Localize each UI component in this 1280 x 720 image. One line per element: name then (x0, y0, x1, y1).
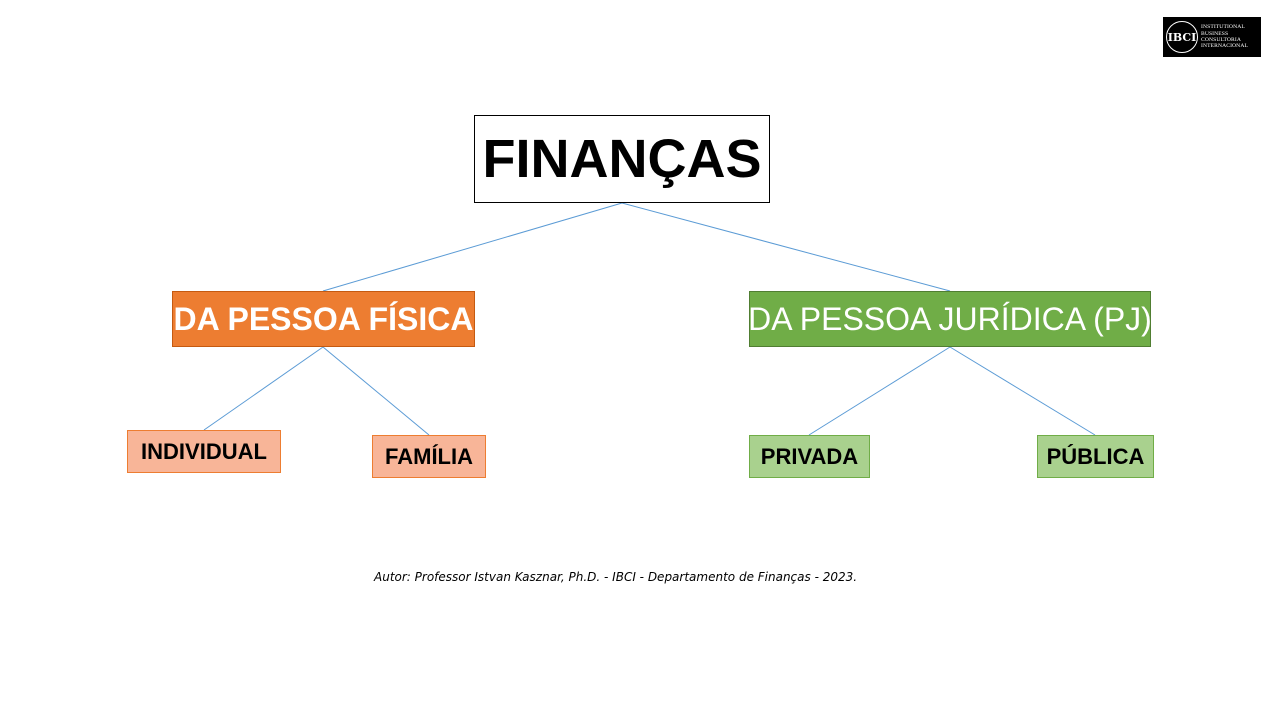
node-privada-label: PRIVADA (760, 443, 859, 469)
logo-line: INTERNACIONAL (1201, 43, 1248, 50)
logo-line: CONSULTORIA (1201, 37, 1241, 43)
connector-root-pj (621, 202, 951, 292)
node-pessoa-fisica: DA PESSOA FÍSICA (172, 291, 475, 347)
node-familia: FAMÍLIA (372, 435, 486, 478)
ibci-seal-icon: IBCI (1166, 21, 1198, 53)
author-credit: Autor: Professor Istvan Kasznar, Ph.D. -… (374, 570, 858, 584)
node-familia-label: FAMÍLIA (385, 443, 473, 469)
node-publica: PÚBLICA (1037, 435, 1154, 478)
connector-pj-publica (949, 346, 1096, 436)
ibci-logo: IBCI INSTITUTIONAL BUSINESS CONSULTORIA … (1163, 17, 1261, 57)
connector-pf-individual (203, 346, 324, 431)
connector-pf-familia (322, 346, 430, 436)
node-individual: INDIVIDUAL (127, 430, 281, 473)
logo-line: BUSINESS (1201, 30, 1229, 37)
connector-pj-privada (808, 346, 951, 436)
connector-root-pf (322, 202, 623, 292)
node-pessoa-juridica-label: DA PESSOA JURÍDICA (PJ) (748, 300, 1152, 337)
logo-line: INSTITUTIONAL (1201, 24, 1245, 31)
root-node-label: FINANÇAS (482, 129, 762, 189)
node-publica-label: PÚBLICA (1046, 443, 1145, 469)
node-privada: PRIVADA (749, 435, 870, 478)
node-pessoa-fisica-label: DA PESSOA FÍSICA (173, 300, 474, 337)
node-pessoa-juridica: DA PESSOA JURÍDICA (PJ) (748, 291, 1152, 347)
root-node: FINANÇAS (474, 115, 770, 203)
node-individual-label: INDIVIDUAL (141, 438, 267, 464)
logo-text: INSTITUTIONAL BUSINESS CONSULTORIA INTER… (1201, 24, 1248, 50)
